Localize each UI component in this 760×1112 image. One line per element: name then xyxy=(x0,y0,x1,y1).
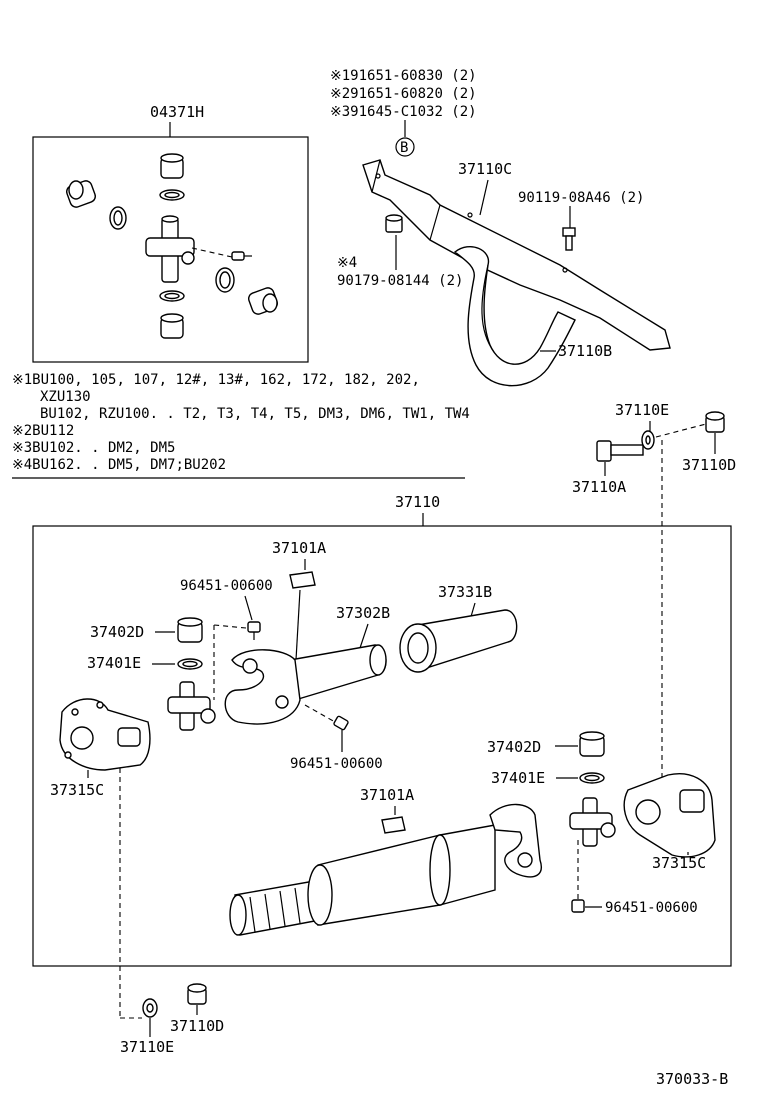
nut-icon xyxy=(385,214,403,233)
label-37110D-top: 37110D xyxy=(682,456,736,474)
label-37110E-top: 37110E xyxy=(615,401,669,419)
label-37101A-mid: 37101A xyxy=(360,786,414,804)
grease-fitting-icon xyxy=(333,715,349,731)
model-applicability-notes: ※1BU100, 105, 107, 12#, 13#, 162, 172, 1… xyxy=(12,372,470,479)
snap-ring-icon xyxy=(215,267,235,293)
label-90119: 90119-08A46 (2) xyxy=(518,190,644,206)
snap-ring-icon xyxy=(579,772,605,784)
label-37315C-left: 37315C xyxy=(50,781,104,799)
nut-icon xyxy=(187,983,207,1005)
label-37315C-right: 37315C xyxy=(652,854,706,872)
label-37331B: 37331B xyxy=(438,583,492,601)
flange-yoke-37315C-right xyxy=(623,773,716,858)
models-line-3: ※3BU102. . DM2, DM5 xyxy=(12,440,175,456)
bearing-cup-icon xyxy=(248,287,278,315)
propeller-shaft-tube xyxy=(229,803,542,936)
models-line-2: ※2BU112 xyxy=(12,423,74,439)
spider-cross-icon xyxy=(145,215,233,283)
bearing-cup-icon xyxy=(579,731,605,757)
universal-joint-kit-04371H: 04371H xyxy=(32,103,309,363)
bearing-cup-icon xyxy=(177,617,203,643)
label-37101A-top: 37101A xyxy=(272,539,326,557)
snap-ring-icon xyxy=(159,189,185,201)
spider-cross-icon xyxy=(569,797,616,847)
label-37401E-left: 37401E xyxy=(87,654,141,672)
label-37110A: 37110A xyxy=(572,478,626,496)
label-37402D-left: 37402D xyxy=(90,623,144,641)
sleeve-yoke-37302B xyxy=(224,644,387,725)
grease-fitting-icon xyxy=(247,621,261,640)
snap-ring-icon xyxy=(177,658,203,670)
snap-ring-icon xyxy=(159,290,185,302)
label-37302B: 37302B xyxy=(336,604,390,622)
washer-icon xyxy=(641,430,655,450)
models-line-1c: BU102, RZU100. . T2, T3, T4, T5, DM3, DM… xyxy=(40,406,470,422)
bearing-cup-icon xyxy=(160,313,184,339)
assembly-box-frame xyxy=(32,525,732,967)
balance-weight-icon xyxy=(381,816,406,834)
circle-b-marker xyxy=(395,137,415,157)
label-96451-a: 96451-00600 xyxy=(180,578,273,594)
label-star4: ※4 xyxy=(337,255,357,271)
models-line-4: ※4BU162. . DM5, DM7;BU202 xyxy=(12,457,226,473)
label-37402D-right: 37402D xyxy=(487,738,541,756)
note-b1: ※191651-60830 (2) xyxy=(330,68,477,84)
snap-ring-icon xyxy=(109,206,127,230)
circle-b-label: B xyxy=(400,140,408,156)
grease-fitting-icon xyxy=(571,899,585,913)
bolt-icon xyxy=(562,227,576,251)
label-37110E-bottom: 37110E xyxy=(120,1038,174,1056)
label-96451-c: 96451-00600 xyxy=(605,900,698,916)
center-bearing-bracket-37110C xyxy=(362,159,671,351)
note-b2: ※291651-60820 (2) xyxy=(330,86,477,102)
balance-weight-icon xyxy=(289,571,316,589)
hanger-bolt-set: 37110E 37110A 37110D xyxy=(572,401,736,496)
diagram-code: 370033-B xyxy=(656,1070,728,1088)
kit-box-frame xyxy=(32,136,309,363)
label-37110C: 37110C xyxy=(458,160,512,178)
bracket-notes: ※191651-60830 (2) ※291651-60820 (2) ※391… xyxy=(330,68,477,157)
label-90179: 90179-08144 (2) xyxy=(337,273,463,289)
bearing-cup-icon xyxy=(160,153,184,179)
label-37110B: 37110B xyxy=(558,342,612,360)
bearing-cup-icon xyxy=(66,180,96,208)
dust-boot-37331B xyxy=(399,609,518,673)
label-04371H: 04371H xyxy=(150,103,204,121)
models-line-1a: ※1BU100, 105, 107, 12#, 13#, 162, 172, 1… xyxy=(12,372,420,388)
nut-icon xyxy=(705,411,725,433)
label-37401E-right: 37401E xyxy=(491,769,545,787)
label-37110: 37110 xyxy=(395,493,440,511)
flange-yoke-37315C-left xyxy=(59,698,151,771)
washer-icon xyxy=(142,998,158,1018)
models-line-1b: XZU130 xyxy=(40,389,91,405)
grease-fitting-icon xyxy=(231,251,252,261)
label-37110D-bottom: 37110D xyxy=(170,1017,224,1035)
spider-cross-icon xyxy=(167,681,216,731)
note-b3: ※391645-C1032 (2) xyxy=(330,104,477,120)
label-96451-b: 96451-00600 xyxy=(290,756,383,772)
bolt-icon xyxy=(596,440,644,462)
